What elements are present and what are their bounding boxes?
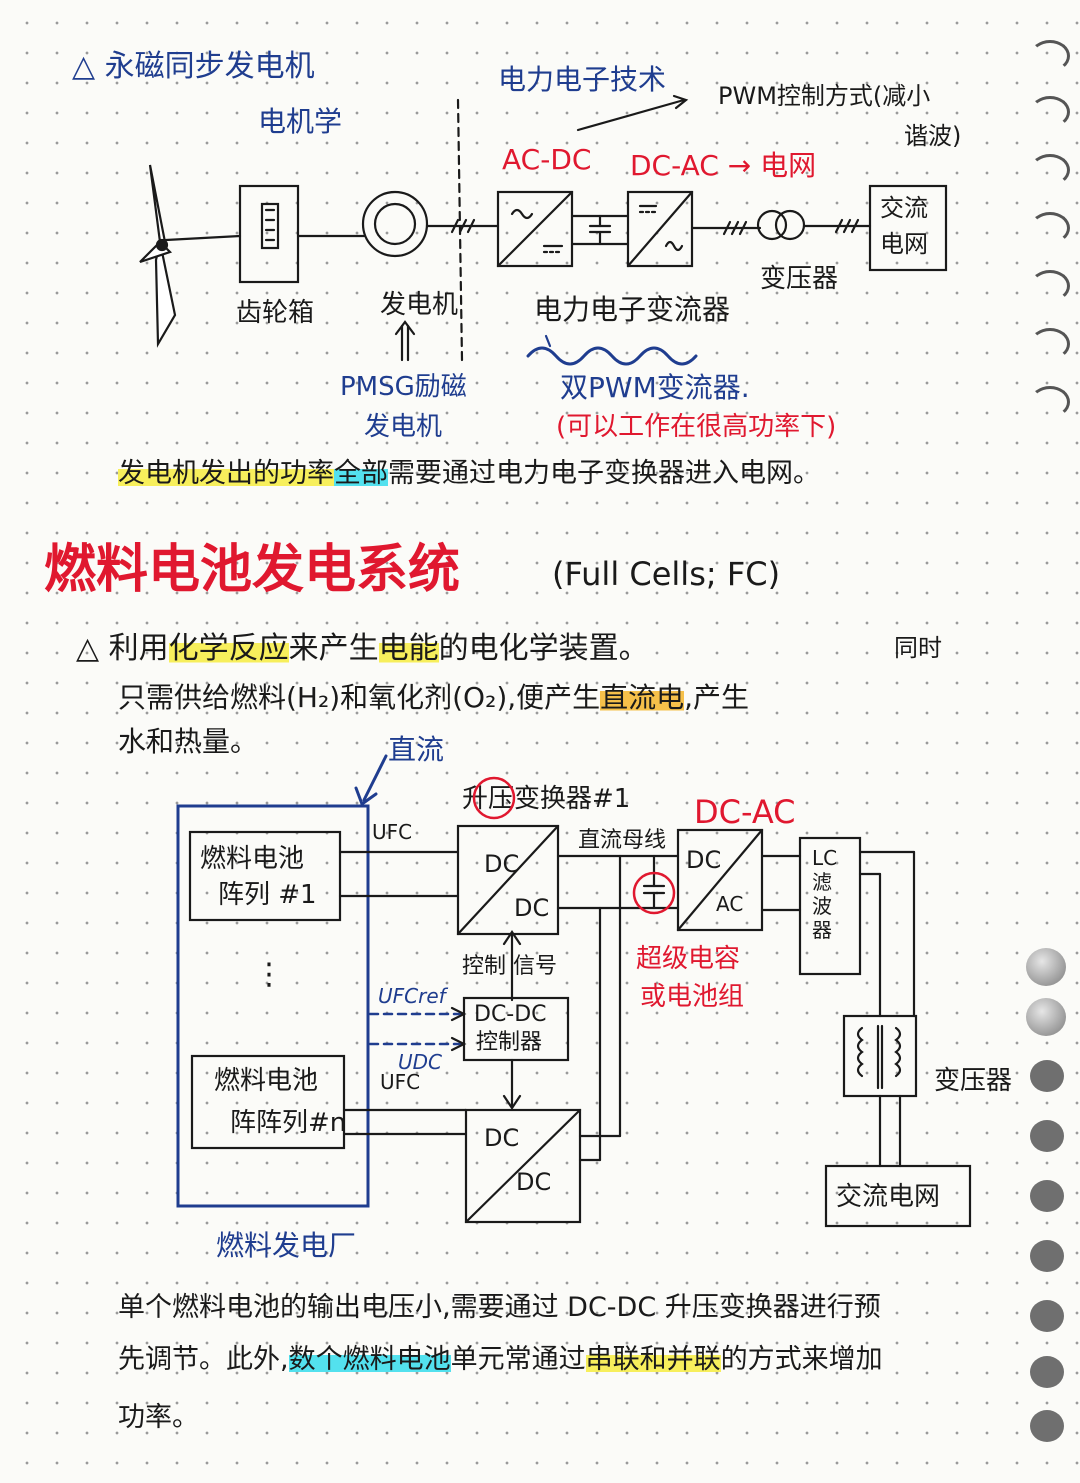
- binder-ring: [1030, 386, 1070, 418]
- intro-line1: △ 利用化学反应来产生电能的电化学装置。: [76, 631, 649, 666]
- dual-pwm-note: (可以工作在很高功率下): [556, 412, 837, 442]
- binder-hole: [1030, 1060, 1064, 1092]
- intro-line1-mid: 来产生: [288, 631, 379, 666]
- acdc-label: AC-DC: [502, 143, 592, 176]
- binder-hole: [1030, 1240, 1064, 1272]
- summary-post: 需要通过电力电子变换器进入电网。: [388, 458, 820, 489]
- section2-title: 燃料电池发电系统: [44, 540, 461, 600]
- stack1-line2: 阵列 #1: [218, 880, 317, 910]
- dcac-grid-label: DC-AC → 电网: [630, 149, 817, 182]
- dcdcn-dc-in: DC: [484, 1124, 520, 1152]
- ufc-ref-label: UFCref: [378, 984, 446, 1008]
- pwm-note-line1: PWM控制方式(减小: [718, 82, 931, 110]
- binder-hole: [1030, 1410, 1064, 1442]
- section2-title-en: (Full Cells; FC): [552, 555, 781, 593]
- transformer2-label: 变压器: [934, 1066, 1013, 1096]
- dcdcn-dc-out: DC: [516, 1168, 552, 1196]
- binder-ring: [1030, 40, 1070, 72]
- acdc-converter-box: [496, 190, 574, 268]
- intro-line2-pre: 只需供给燃料(H₂)和氧化剂(O₂),便产生: [118, 681, 601, 714]
- summary-highlight: 全部: [334, 458, 388, 489]
- transformer2-box: [842, 1014, 918, 1098]
- intro-line2: 只需供给燃料(H₂)和氧化剂(O₂),便产生直流电,产生: [118, 681, 750, 714]
- grid-box-line2: 电网: [880, 230, 928, 258]
- binder-ring: [1030, 96, 1070, 128]
- para-line2: 先调节。此外,数个燃料电池单元常通过串联和并联的方式来增加: [118, 1344, 883, 1375]
- para-line2-hl2: 串联和并联: [585, 1344, 721, 1375]
- section1-subtitle: 电机学: [258, 105, 343, 138]
- transformer1-coil-right: [774, 209, 806, 241]
- para-line1: 单个燃料电池的输出电压小,需要通过 DC-DC 升压变换器进行预: [118, 1292, 881, 1323]
- binder-ring: [1026, 948, 1066, 986]
- controller-line2: 控制器: [476, 1030, 543, 1055]
- stack-dots: ⋮: [254, 957, 284, 992]
- para-line2-pre: 先调节。此外,: [118, 1344, 289, 1375]
- generator-label: 发电机: [380, 290, 459, 320]
- transformer1-label: 变压器: [760, 264, 839, 294]
- wind-turbine-icon: [139, 164, 177, 348]
- inverter-dc: DC: [686, 846, 722, 874]
- ac-grid-box: [868, 184, 948, 272]
- intro-line1-pre: △ 利用: [76, 631, 169, 666]
- intro-line1-hl1: 化学反应: [168, 631, 289, 666]
- stackn-line1: 燃料电池: [214, 1066, 319, 1096]
- supercap-line2: 或电池组: [640, 982, 745, 1012]
- dc-note: 直流: [388, 733, 445, 766]
- binder-ring: [1026, 998, 1066, 1036]
- para-line2-mid: 单元常通过: [450, 1344, 586, 1375]
- stack1-line1: 燃料电池: [200, 844, 305, 874]
- section1-summary: 发电机发出的功率全部需要通过电力电子变换器进入电网。: [118, 458, 820, 489]
- boost-converter-label: 升压变换器#1: [462, 784, 631, 814]
- tongshi-note: 同时: [894, 634, 942, 662]
- gearbox-box: [238, 184, 300, 284]
- pwm-note-line2: 谐波): [904, 122, 962, 150]
- binder-ring: [1030, 154, 1070, 186]
- binder-hole: [1030, 1356, 1064, 1388]
- intro-line1-hl2: 电能: [378, 631, 439, 666]
- gearbox-label: 齿轮箱: [236, 298, 315, 328]
- converter-label: 电力电子变流器: [534, 293, 731, 326]
- ufc-bottom-label: UFC: [380, 1070, 421, 1094]
- udc-label: UDC: [398, 1050, 443, 1074]
- binder-ring: [1030, 270, 1070, 302]
- controller-line1: DC-DC: [474, 1002, 547, 1027]
- dcdc1-dc-in: DC: [484, 850, 520, 878]
- summary-pre: 发电机发出的功率: [118, 458, 334, 489]
- para-line2-hl: 数个燃料电池: [288, 1344, 451, 1375]
- grid-box-line1: 交流: [880, 194, 928, 222]
- lc-filter-label: LC 滤波器: [812, 846, 838, 942]
- para-line2-post: 的方式来增加: [720, 1344, 883, 1375]
- binder-hole: [1030, 1180, 1064, 1212]
- inverter-ac: AC: [716, 892, 744, 916]
- binder-hole: [1030, 1300, 1064, 1332]
- ufc-top-label: UFC: [372, 820, 413, 844]
- pmsg-label-line1: PMSG励磁: [340, 372, 467, 402]
- section1-title: △ 永磁同步发电机: [72, 49, 315, 84]
- transformer1-coil-left: [756, 209, 788, 241]
- intro-line3: 水和热量。: [118, 725, 259, 758]
- ac-grid-label: 交流电网: [836, 1182, 941, 1212]
- binder-hole: [1030, 1120, 1064, 1152]
- pmsg-label-line2: 发电机: [364, 412, 443, 442]
- binder-ring: [1030, 328, 1070, 360]
- intro-line2-post: ,产生: [684, 681, 750, 714]
- para-line3: 功率。: [118, 1402, 199, 1433]
- dcdc1-dc-out: DC: [514, 894, 550, 922]
- dual-pwm-label: 双PWM变流器.: [560, 371, 750, 404]
- generator-circle: [361, 190, 429, 258]
- dc-bus-label: 直流母线: [578, 828, 667, 853]
- dcac-label: DC-AC: [694, 793, 796, 831]
- pmsg-diagram: [139, 94, 948, 366]
- fuel-plant-label: 燃料发电厂: [216, 1229, 357, 1262]
- intro-line1-post: 的电化学装置。: [438, 631, 649, 666]
- control-signal-label: 控制 信号: [462, 954, 557, 979]
- power-electronics-label: 电力电子技术: [498, 63, 667, 96]
- stackn-line2: 阵阵列#n: [230, 1108, 347, 1138]
- intro-line2-hl: 直流电: [600, 681, 685, 714]
- supercap-line1: 超级电容: [636, 944, 741, 974]
- binder-ring: [1030, 212, 1070, 244]
